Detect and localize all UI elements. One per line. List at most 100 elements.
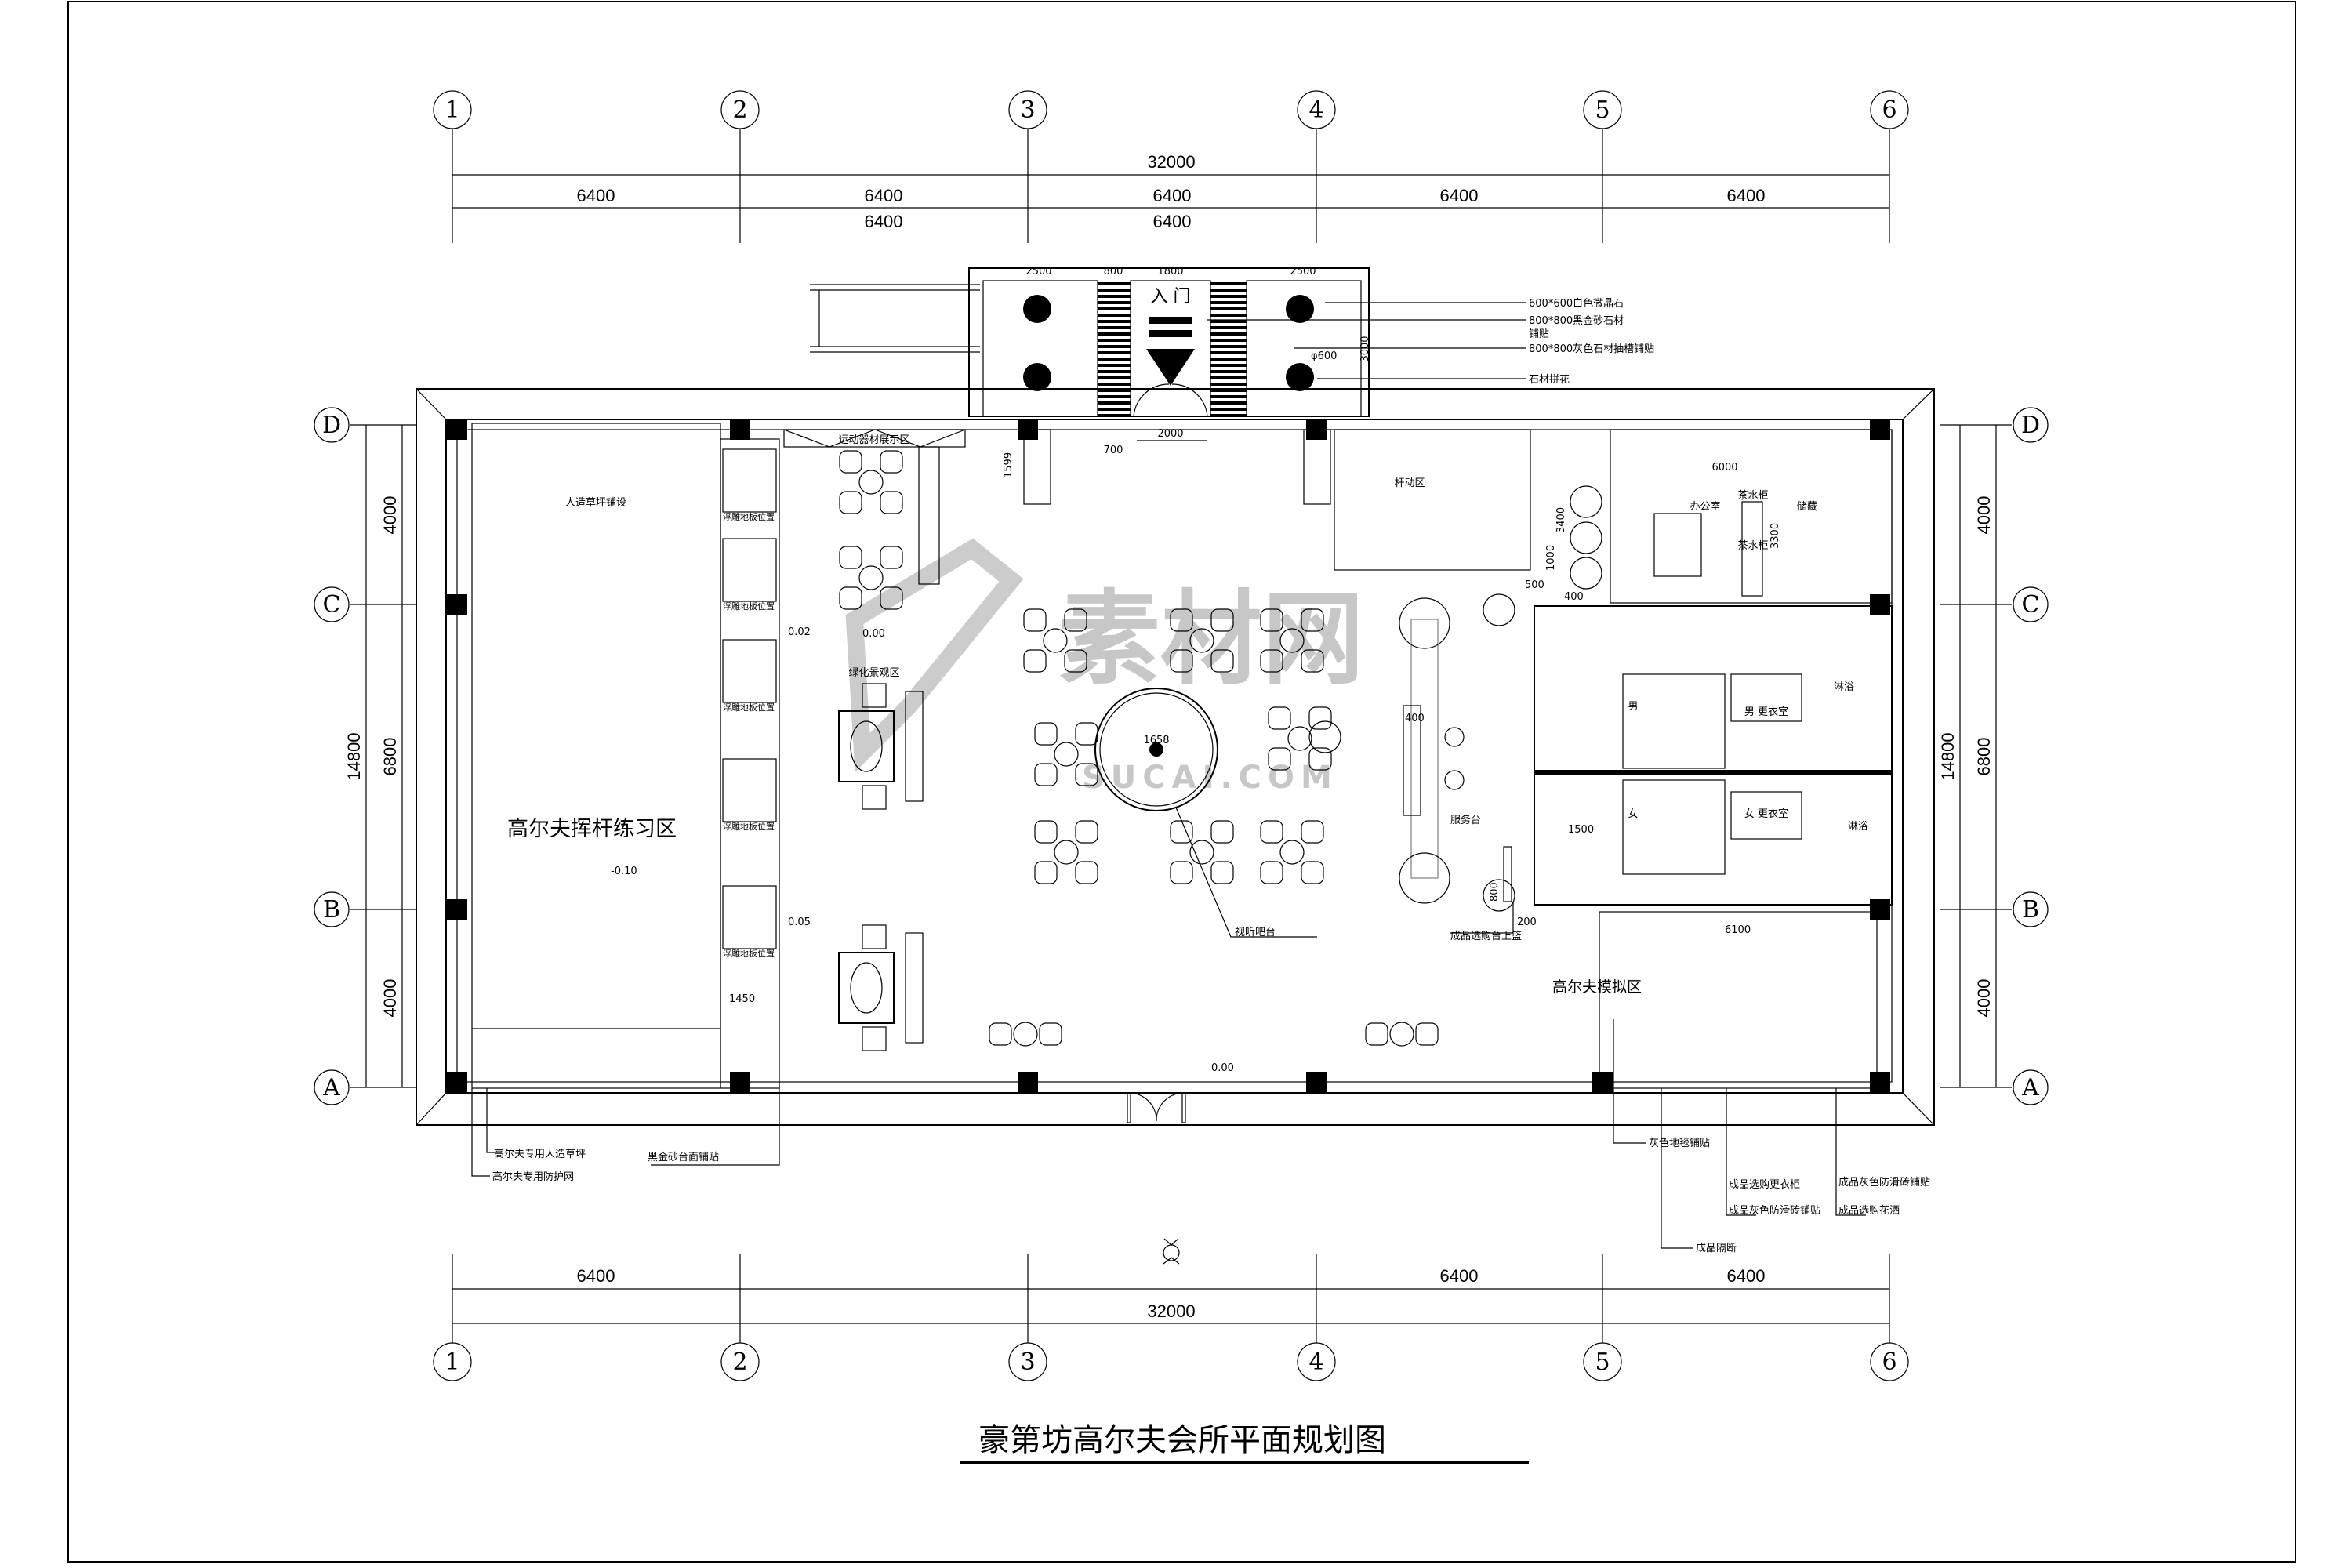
chair-icon <box>1260 649 1283 673</box>
misc-labels: 绿化景观区 0.02 0.00 0.05 0.00 1450 <box>729 626 1234 1074</box>
svg-text:高尔夫模拟区: 高尔夫模拟区 <box>1552 978 1642 996</box>
table-set <box>839 450 903 514</box>
table-set <box>1170 608 1234 673</box>
svg-text:800*800灰色石材抽槽铺贴: 800*800灰色石材抽槽铺贴 <box>1529 343 1654 355</box>
svg-text:6400: 6400 <box>865 212 903 231</box>
plant-icon <box>1483 593 1515 626</box>
grid-column-label: 2 <box>732 96 747 124</box>
chair-icon <box>1301 649 1324 673</box>
grid-column-label: 5 <box>1595 96 1610 124</box>
structural-columns <box>447 419 1890 1092</box>
svg-text:4000: 4000 <box>380 496 400 535</box>
grid-column-label: 2 <box>732 1348 747 1376</box>
chair-icon <box>839 450 862 474</box>
entrance-label: 入 门 <box>1151 287 1191 307</box>
svg-text:6400: 6400 <box>1727 1266 1766 1286</box>
svg-text:绿化景观区: 绿化景观区 <box>848 667 899 679</box>
grid-bubble <box>314 407 350 443</box>
svg-text:0.02: 0.02 <box>788 626 811 638</box>
grid-row-label: B <box>323 896 340 924</box>
svg-text:豪第坊高尔夫会所平面规划图: 豪第坊高尔夫会所平面规划图 <box>978 1422 1386 1458</box>
chair-icon <box>1064 649 1087 673</box>
chair-icon <box>1210 608 1234 632</box>
table-set <box>1268 706 1332 771</box>
planter <box>905 932 924 1044</box>
chair-icon <box>1308 747 1332 771</box>
svg-text:素材网: 素材网 <box>1058 579 1364 699</box>
grid-bubble <box>2013 407 2049 443</box>
chair-icon <box>1210 861 1234 884</box>
pillar <box>447 899 467 920</box>
watermark: 素材网 SUCAI.COM <box>845 538 1364 796</box>
svg-text:高尔夫专用人造草坪: 高尔夫专用人造草坪 <box>494 1148 586 1160</box>
plant-icon <box>1570 521 1602 554</box>
svg-text:男: 男 <box>1628 701 1638 713</box>
av-bar: 1658 视听吧台 <box>1094 688 1317 938</box>
chair-icon <box>1034 763 1058 786</box>
svg-text:运动器材展示区: 运动器材展示区 <box>838 434 909 446</box>
service-counter: 服务台 400 800 200 成品选购台上篮 <box>1399 597 1537 942</box>
chair-icon <box>1170 649 1193 673</box>
chair-icon <box>1415 1022 1439 1046</box>
chair-icon <box>880 586 903 610</box>
svg-text:杆动区: 杆动区 <box>1394 477 1425 489</box>
chair-icon <box>839 491 862 514</box>
grid-column-label: 5 <box>1595 1348 1610 1376</box>
chair-icon <box>1268 706 1291 730</box>
pillar <box>1870 899 1890 920</box>
svg-text:6100: 6100 <box>1725 924 1751 936</box>
svg-text:人造草坪铺设: 人造草坪铺设 <box>565 497 626 509</box>
svg-text:成品选购花洒: 成品选购花洒 <box>1838 1204 1900 1217</box>
grid-row-label: D <box>322 412 341 439</box>
chair-icon <box>1170 861 1193 884</box>
chair-icon <box>989 1022 1012 1046</box>
grid-bubble <box>2013 891 2049 927</box>
table-set <box>1170 820 1234 884</box>
chair-icon <box>1308 706 1332 730</box>
chair-icon <box>1365 1022 1388 1046</box>
svg-text:女 更衣室: 女 更衣室 <box>1744 808 1788 820</box>
chair-icon <box>1023 608 1047 632</box>
top-dimensions: 32000 6400 6400 6400 6400 6400 6400 6400 <box>452 152 1889 231</box>
svg-text:成品灰色防滑砖铺贴: 成品灰色防滑砖铺贴 <box>1729 1204 1820 1217</box>
grid-row-label: D <box>2021 412 2040 439</box>
chair-icon <box>1301 608 1324 632</box>
rear-door <box>1127 1092 1186 1123</box>
svg-text:男 更衣室: 男 更衣室 <box>1744 706 1788 718</box>
chair-icon <box>1039 1022 1062 1046</box>
svg-text:800*800黑金砂石材: 800*800黑金砂石材 <box>1529 314 1624 327</box>
table-set <box>839 546 903 610</box>
grid-row-label: B <box>2022 896 2039 924</box>
svg-text:成品选购更衣柜: 成品选购更衣柜 <box>1729 1178 1800 1191</box>
svg-text:2500: 2500 <box>1025 266 1051 278</box>
grid-row-label: A <box>2021 1074 2039 1102</box>
svg-text:-0.10: -0.10 <box>611 866 637 877</box>
putting-slot-label: 浮雕地板位置 <box>723 948 775 959</box>
svg-text:办公室: 办公室 <box>1690 500 1720 513</box>
grid-bubble <box>314 1069 350 1105</box>
grid-column-label: 3 <box>1020 1348 1035 1376</box>
svg-text:茶水柜: 茶水柜 <box>1737 489 1768 502</box>
svg-text:800: 800 <box>1489 882 1501 902</box>
svg-text:32000: 32000 <box>1147 1301 1195 1321</box>
pillar <box>1870 1072 1890 1092</box>
chair-icon <box>1268 747 1291 771</box>
table-set <box>1034 722 1098 786</box>
svg-text:3400: 3400 <box>1555 507 1567 533</box>
entrance-porch: 入 门 2500 800 1800 2500 3000 φ600 2000 70… <box>968 266 1371 456</box>
plant-icon <box>1570 557 1602 590</box>
entry-arrow-icon <box>1146 349 1195 386</box>
grid-bubble <box>314 891 350 927</box>
svg-text:茶水柜: 茶水柜 <box>1737 539 1768 552</box>
north-arrow-icon <box>1163 1238 1180 1265</box>
svg-text:铺贴: 铺贴 <box>1529 328 1549 340</box>
svg-text:1000: 1000 <box>1545 545 1557 571</box>
chair-icon <box>839 546 862 569</box>
pillar <box>1018 1072 1038 1092</box>
svg-text:3000: 3000 <box>1359 336 1371 361</box>
svg-text:石材拼花: 石材拼花 <box>1529 373 1570 386</box>
svg-text:4000: 4000 <box>1974 979 1994 1018</box>
pillar <box>447 419 467 440</box>
